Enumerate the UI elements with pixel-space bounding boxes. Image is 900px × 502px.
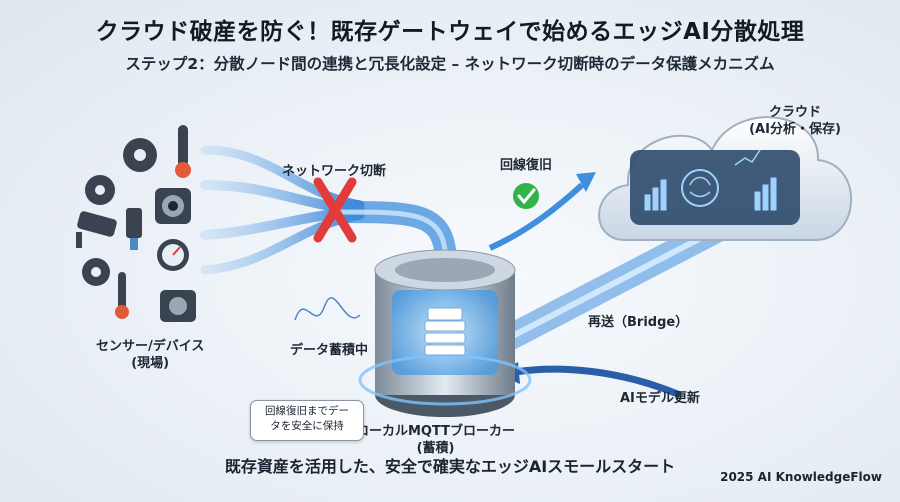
note-line1: 回線復旧までデー	[265, 405, 349, 417]
cloud-label-line1: クラウド	[768, 105, 821, 120]
page-subtitle: ステップ2：分散ノード間の連携と冗長化設定 – ネットワーク切断時のデータ保護メ…	[125, 55, 775, 73]
hold-data-note: 回線復旧までデー タを安全に保持	[250, 400, 364, 441]
gauge-icon	[157, 239, 189, 271]
page-title: クラウド破産を防ぐ！既存ゲートウェイで始めるエッジAI分散処理	[95, 19, 805, 45]
cloud-icon	[598, 116, 853, 241]
thermometer-icon	[115, 125, 191, 319]
sensors-label-line1: センサー/デバイス	[96, 339, 205, 354]
mqtt-broker-cylinder	[358, 249, 532, 417]
credit-text: 2025 AI KnowledgeFlow	[720, 470, 882, 484]
resend-label: 再送（Bridge）	[588, 315, 689, 330]
cloud-label-line2: (AI分析・保存)	[749, 122, 841, 137]
buffering-label: データ蓄積中	[290, 343, 369, 358]
brain-icon	[681, 169, 719, 207]
x-mark-icon	[313, 177, 357, 243]
cloud-label: クラウド (AI分析・保存)	[745, 104, 845, 138]
security-camera-icon	[76, 211, 117, 248]
recovered-label: 回線復旧	[500, 158, 553, 173]
broker-label: ローカルMQTTブローカー (蓄積)	[356, 423, 515, 457]
broker-label-line1: ローカルMQTTブローカー	[356, 424, 516, 439]
gear-icon	[82, 138, 157, 286]
sensor-plug-icon	[126, 208, 142, 250]
note-line2: タを安全に保持	[270, 420, 344, 432]
document-stack-icon	[424, 307, 466, 356]
signal-wave	[294, 297, 361, 321]
broker-label-line2: (蓄積)	[416, 441, 455, 456]
recovery-arrow	[488, 172, 596, 251]
sensors-label-line2: (現場)	[131, 356, 170, 371]
model-update-label: AIモデル更新	[620, 391, 700, 406]
footer-caption: 既存資産を活用した、安全で確実なエッジAIスモールスタート	[224, 457, 676, 476]
network-cut-label: ネットワーク切断	[282, 164, 387, 179]
sensors-label: センサー/デバイス (現場)	[96, 338, 204, 372]
check-icon	[513, 183, 539, 209]
camera-icon	[155, 188, 196, 322]
